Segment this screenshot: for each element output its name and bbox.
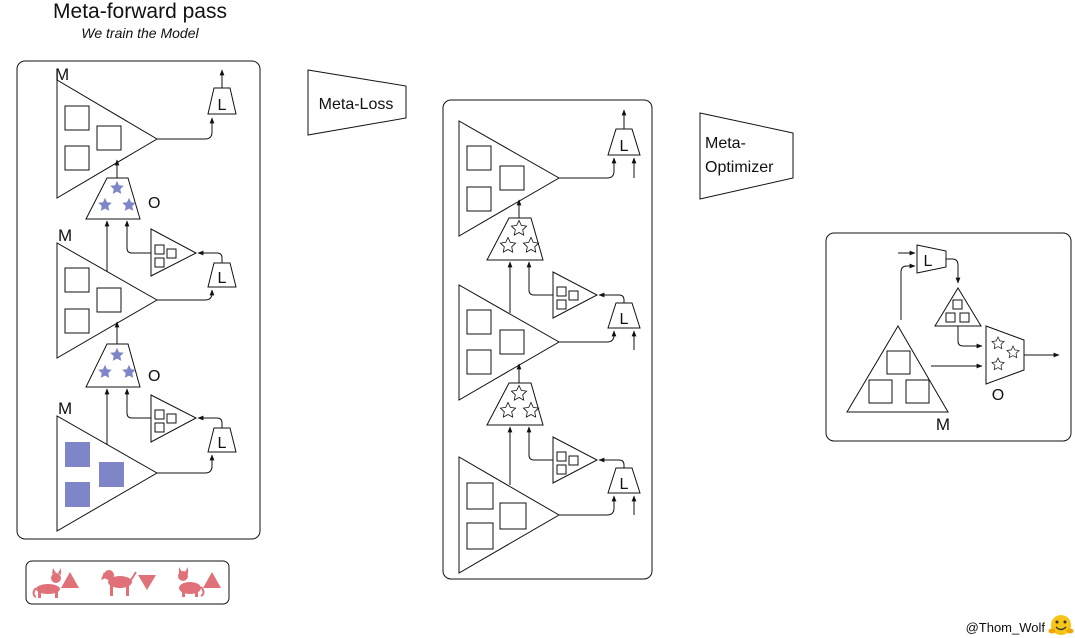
star-icon xyxy=(499,236,517,253)
param-square xyxy=(96,125,122,151)
model-triangle xyxy=(846,325,949,413)
optimizer-block xyxy=(985,325,1025,385)
param-square xyxy=(64,267,90,293)
star-icon xyxy=(522,236,540,253)
optimizer-label: O xyxy=(148,368,160,385)
meta-loss-block xyxy=(307,69,407,136)
down-triangle-icon xyxy=(138,575,156,590)
loss-label: L xyxy=(218,97,227,114)
gradient-triangle xyxy=(934,287,982,327)
gradient-triangle xyxy=(150,228,198,277)
gradient-triangle xyxy=(552,436,599,484)
param-square xyxy=(64,105,90,131)
param-square xyxy=(64,308,90,334)
meta-optimizer-label: Optimizer xyxy=(705,159,774,176)
meta-optimizer-label: Meta- xyxy=(705,135,746,152)
model-label: M xyxy=(936,415,950,434)
diagram-subtitle: We train the Model xyxy=(81,25,199,41)
model-label: M xyxy=(55,65,69,84)
param-square-filled xyxy=(99,462,124,487)
cat-icon xyxy=(178,567,205,597)
star-icon xyxy=(991,336,1005,350)
meta-loss-label: Meta-Loss xyxy=(319,96,394,113)
meta-optimizer-block xyxy=(699,112,794,200)
loss-block xyxy=(607,467,641,494)
star-icon xyxy=(522,401,540,418)
optimizer-label: O xyxy=(148,195,160,212)
up-triangle-icon xyxy=(61,572,79,588)
optimizer-block xyxy=(85,343,141,388)
star-icon xyxy=(510,219,528,236)
gradient-triangle xyxy=(552,271,599,319)
diagram-title: Meta-forward pass xyxy=(53,0,227,23)
star-icon xyxy=(122,364,136,378)
star-icon xyxy=(98,197,112,211)
up-triangle-icon xyxy=(203,572,221,588)
loss-block xyxy=(607,302,641,329)
param-square-filled xyxy=(65,442,90,467)
loss-label: L xyxy=(218,270,227,287)
task-examples-box xyxy=(25,560,230,605)
meta-optimizer-detail-panel xyxy=(825,232,1072,442)
loss-label: L xyxy=(924,253,933,270)
optimizer-block xyxy=(486,217,544,261)
meta-backward-panel xyxy=(442,99,653,580)
star-icon xyxy=(1006,345,1020,359)
loss-block xyxy=(916,244,947,274)
optimizer-label: O xyxy=(992,387,1004,404)
star-icon xyxy=(122,197,136,211)
cat-icon xyxy=(32,568,61,598)
star-icon xyxy=(98,364,112,378)
star-icon xyxy=(510,384,528,401)
loss-label: L xyxy=(620,138,629,155)
star-icon xyxy=(110,347,124,361)
param-square xyxy=(96,287,122,313)
model-triangle xyxy=(458,284,561,401)
dog-icon xyxy=(101,570,137,596)
star-icon xyxy=(991,357,1005,371)
hugging-face-icon xyxy=(1048,615,1074,635)
param-square xyxy=(64,145,90,171)
model-triangle xyxy=(458,120,561,237)
loss-block xyxy=(607,128,641,156)
loss-block xyxy=(207,427,237,453)
model-label: M xyxy=(58,226,72,245)
loss-label: L xyxy=(218,435,227,452)
star-icon xyxy=(110,180,124,194)
loss-block xyxy=(207,87,237,115)
optimizer-block xyxy=(486,382,544,426)
loss-block xyxy=(207,262,237,288)
model-label: M xyxy=(58,399,72,418)
param-square-filled xyxy=(65,482,90,507)
credit-text: @Thom_Wolf xyxy=(966,620,1046,635)
loss-label: L xyxy=(620,311,629,328)
loss-label: L xyxy=(620,476,629,493)
star-icon xyxy=(499,401,517,418)
model-triangle xyxy=(458,456,560,574)
model-triangle xyxy=(56,79,158,199)
optimizer-block xyxy=(85,177,141,220)
meta-forward-panel xyxy=(16,60,261,540)
